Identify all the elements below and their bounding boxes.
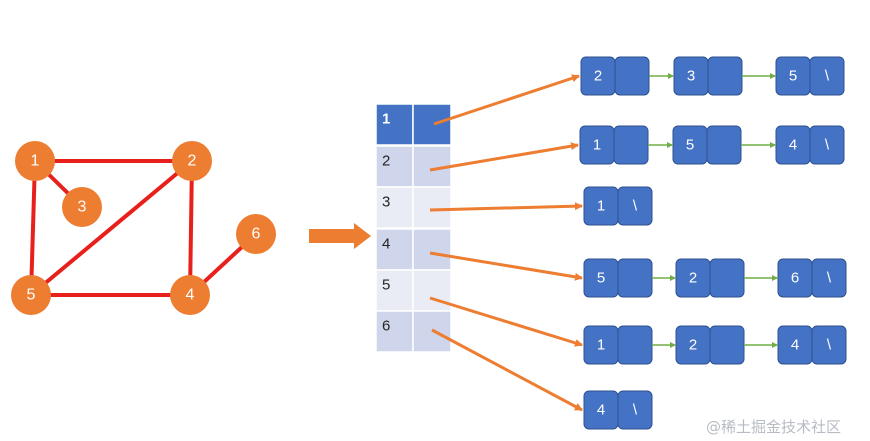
graph-edges [29,159,258,297]
list-node: 2 [580,56,650,96]
list-node-value: 1 [597,198,605,215]
watermark: @稀土掘金技术社区 [706,418,841,436]
list-node: 2 [675,325,745,365]
list-node-terminator: \ [825,68,830,85]
head-pointer-arrow-5 [429,296,583,347]
table-row-index: 4 [382,236,390,253]
adjacency-list-3: 1\ [583,186,653,226]
table-row-index: 2 [382,153,390,170]
list-node: 5 [583,258,653,298]
graph-node-label: 2 [188,153,197,170]
table-row-4: 4 [375,228,452,271]
table-row-2: 2 [375,145,452,188]
table-row-3: 3 [375,186,452,229]
head-pointer-arrow-4 [429,251,583,281]
list-node: 5\ [775,56,845,96]
graph-node-label: 4 [186,287,195,304]
list-node: 4\ [775,125,845,165]
list-node-value: 5 [686,137,694,154]
list-node-value: 4 [789,137,797,154]
list-node-value: 4 [791,337,799,354]
graph-node-label: 5 [27,287,36,304]
list-node: 1 [583,325,653,365]
table-row-5: 5 [375,269,452,312]
table-row-6: 6 [375,310,452,353]
graph-node-label: 6 [252,226,261,243]
list-node-value: 2 [689,270,697,287]
list-node-value: 2 [594,68,602,85]
pointer-arrows [429,74,583,412]
list-node-value: 1 [597,337,605,354]
head-pointer-arrow-3 [429,202,583,212]
list-node-terminator: \ [825,137,830,154]
head-pointer-arrow-2 [429,142,579,172]
graph-node-5: 5 [11,275,51,315]
list-node-value: 6 [791,270,799,287]
table-row-index: 6 [382,318,390,335]
table-row-index: 3 [382,194,390,211]
list-node: 2 [675,258,745,298]
graph-node-1: 1 [15,141,55,181]
graph-nodes: 1 2 3 4 5 6 [11,141,276,315]
list-node: 4\ [583,390,653,430]
table-row-1: 1 [375,103,452,146]
head-pointer-arrow-1 [433,74,580,126]
list-node: 6\ [777,258,847,298]
graph-node-label: 1 [31,153,40,170]
big-arrow-shape [309,223,371,249]
adjacency-list-6: 4\ [583,390,653,430]
list-node-value: 5 [597,270,605,287]
list-node-terminator: \ [827,337,832,354]
head-table: 1 2 3 4 5 6 [375,103,452,353]
transform-arrow-icon [309,223,371,249]
list-node: 4\ [777,325,847,365]
graph-edge-2-5 [29,159,194,297]
list-node-value: 1 [593,137,601,154]
graph-node-3: 3 [62,187,102,227]
graph-edge-2-4 [188,160,194,296]
graph-node-2: 2 [172,141,212,181]
list-node: 1\ [583,186,653,226]
list-node-value: 2 [689,337,697,354]
list-node: 5 [672,125,742,165]
list-node-value: 4 [597,402,605,419]
graph-edge-1-5 [29,160,37,296]
table-row-index: 1 [382,111,390,128]
list-node-terminator: \ [633,198,638,215]
list-node: 1 [579,125,649,165]
graph-node-4: 4 [170,275,210,315]
graph-node-label: 3 [78,199,87,216]
table-row-index: 5 [382,277,390,294]
list-node: 3 [673,56,743,96]
list-node-value: 3 [687,68,695,85]
list-node-value: 5 [789,68,797,85]
head-pointer-arrow-6 [431,328,583,412]
list-node-terminator: \ [633,402,638,419]
graph-node-6: 6 [236,214,276,254]
list-node-terminator: \ [827,270,832,287]
